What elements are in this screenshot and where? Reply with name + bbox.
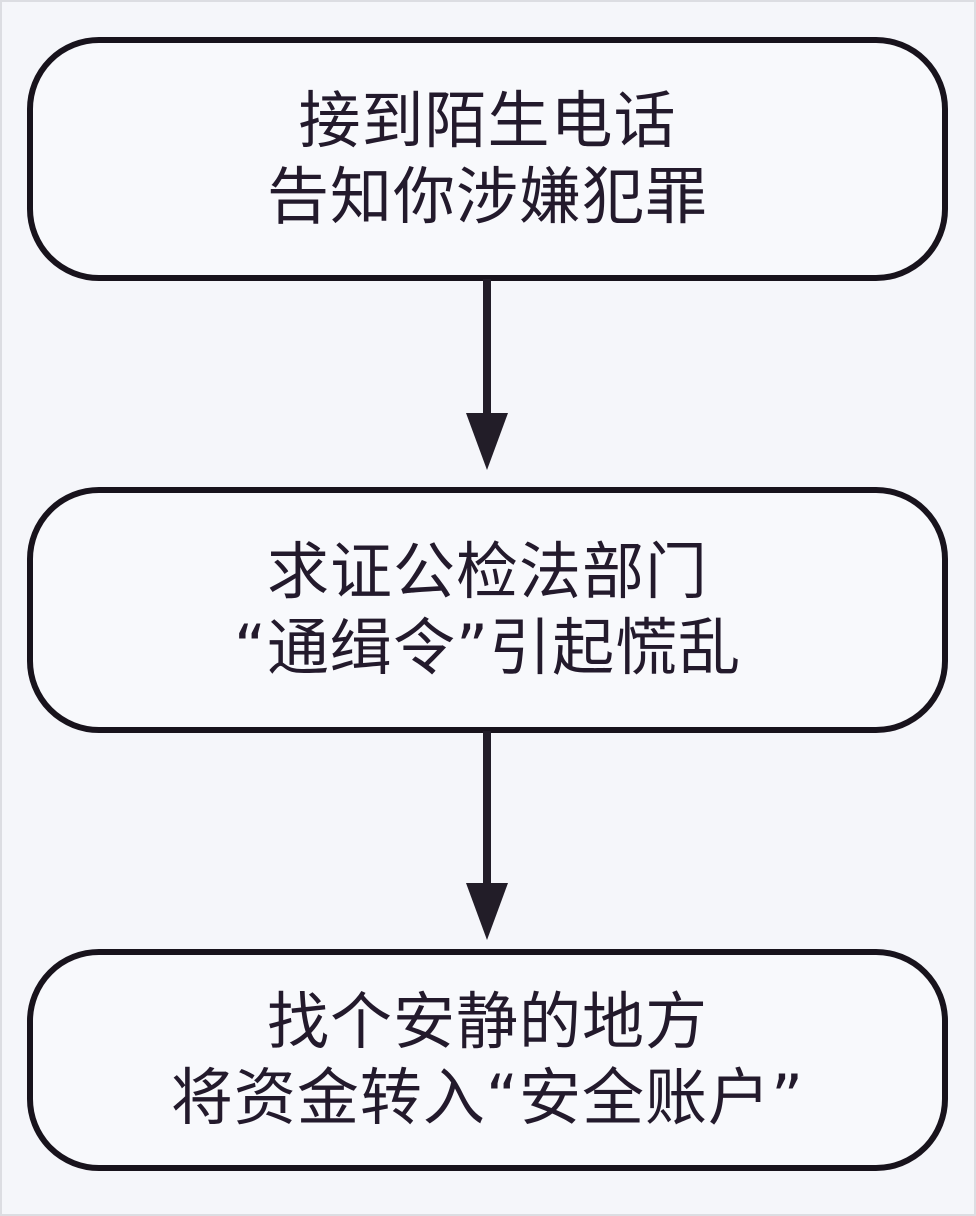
arrow-head bbox=[466, 883, 508, 940]
arrow-stem bbox=[483, 279, 491, 413]
flow-step-1: 接到陌生电话 告知你涉嫌犯罪 bbox=[27, 37, 948, 281]
arrow-stem bbox=[483, 731, 491, 883]
flow-step-2-line-1: 求证公检法部门 bbox=[266, 535, 708, 608]
flow-step-2-line-2: “通缉令”引起慌乱 bbox=[233, 611, 742, 684]
flow-step-1-line-2: 告知你涉嫌犯罪 bbox=[266, 160, 708, 233]
flow-step-2: 求证公检法部门 “通缉令”引起慌乱 bbox=[27, 487, 948, 733]
arrow-down-icon bbox=[466, 731, 508, 940]
flow-step-3-line-2: 将资金转入“安全账户” bbox=[170, 1061, 805, 1134]
flow-step-1-line-1: 接到陌生电话 bbox=[298, 84, 677, 157]
flow-step-3-line-1: 找个安静的地方 bbox=[266, 985, 708, 1058]
flow-step-3: 找个安静的地方 将资金转入“安全账户” bbox=[27, 949, 948, 1171]
arrow-head bbox=[466, 413, 508, 470]
arrow-down-icon bbox=[466, 279, 508, 470]
